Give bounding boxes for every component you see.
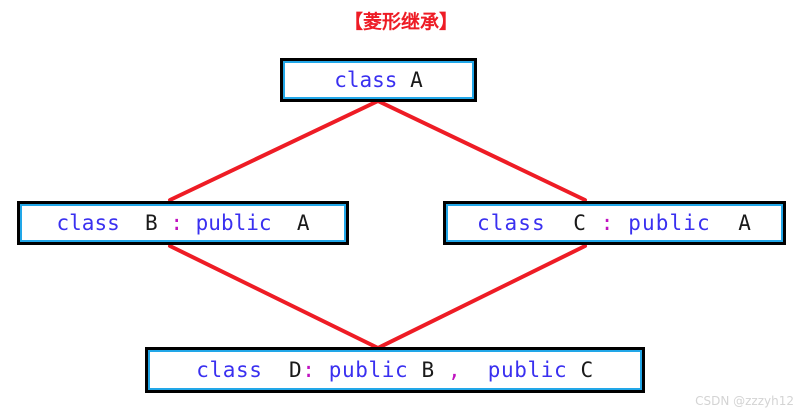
class-declaration-c: class C : public A xyxy=(477,210,752,235)
space xyxy=(546,211,574,235)
class-box-a[interactable]: class A xyxy=(280,58,477,102)
class-declaration-b: class B : public A xyxy=(56,210,310,235)
keyword-public-second: public xyxy=(487,357,568,382)
space xyxy=(272,211,297,235)
edge-c-to-d xyxy=(376,244,587,350)
space xyxy=(615,211,629,235)
space xyxy=(567,358,580,382)
keyword-class: class xyxy=(56,210,120,235)
keyword-public: public xyxy=(628,210,711,235)
csdn-watermark: CSDN @zzzyh12 xyxy=(695,394,794,408)
edge-a-to-c xyxy=(376,99,587,202)
edge-a-to-b xyxy=(168,99,380,202)
class-box-d[interactable]: class D: public B , public C xyxy=(145,347,645,393)
space xyxy=(408,358,421,382)
keyword-public-first: public xyxy=(328,357,409,382)
space xyxy=(120,211,145,235)
keyword-class: class xyxy=(196,357,263,382)
space xyxy=(158,211,171,235)
space xyxy=(587,211,601,235)
page-title: 【菱形继承】 xyxy=(343,11,458,33)
identifier-d: D xyxy=(289,357,303,382)
identifier-b: B xyxy=(421,357,435,382)
identifier-a: A xyxy=(738,210,752,235)
space xyxy=(263,358,290,382)
class-box-c[interactable]: class C : public A xyxy=(443,201,786,245)
identifier-a: A xyxy=(296,210,310,235)
identifier-c: C xyxy=(580,357,594,382)
space xyxy=(316,358,329,382)
keyword-class: class xyxy=(334,67,398,92)
keyword-class: class xyxy=(477,210,546,235)
class-declaration-d: class D: public B , public C xyxy=(196,357,594,382)
space xyxy=(435,358,448,382)
space xyxy=(461,358,488,382)
keyword-public: public xyxy=(195,210,272,235)
space xyxy=(397,68,410,92)
colon-punctuation: : xyxy=(600,210,615,235)
class-declaration-a: class A xyxy=(334,67,423,92)
space xyxy=(711,211,739,235)
colon-punctuation: : xyxy=(302,357,316,382)
colon-punctuation: : xyxy=(170,210,183,235)
identifier-a: A xyxy=(410,67,423,92)
identifier-c: C xyxy=(573,210,587,235)
edge-b-to-d xyxy=(168,244,380,350)
comma-punctuation: , xyxy=(447,357,462,382)
class-box-b[interactable]: class B : public A xyxy=(17,201,349,245)
identifier-b: B xyxy=(145,210,158,235)
space xyxy=(183,211,196,235)
